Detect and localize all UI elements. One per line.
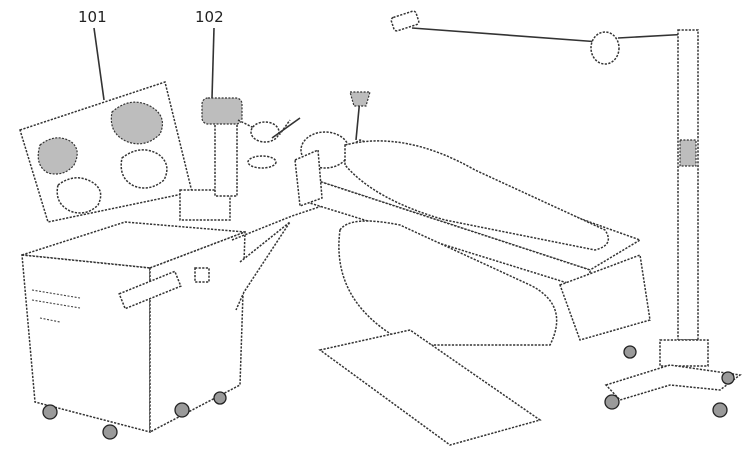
cart-side [149,230,246,434]
cart-wheel-3 [174,402,190,418]
tracker-camera [390,10,420,32]
cart-wheel-1 [42,404,58,420]
scan-image-1 [37,137,78,175]
cart-vent-2 [31,299,81,309]
arm-instrument [271,117,301,139]
tracker-pole-base [659,339,709,367]
scan-image-3 [120,149,168,189]
tracker-foot [604,364,742,401]
patient-body-drape [344,140,610,251]
tracker-pole [677,29,699,341]
leader-line-101 [93,27,105,101]
robotic-arm [179,97,323,311]
arm-wrist-joint [250,121,280,143]
display-monitor [19,81,193,223]
tracker-wheel-4 [721,371,735,385]
control-cart [21,221,246,440]
table-base [318,329,542,446]
tracker-wheel-1 [604,394,620,410]
tracker-wheel-2 [623,345,637,359]
table-footrest [559,253,651,341]
table-pedestal [338,220,558,346]
tracker-arm [411,27,601,43]
patient [294,91,610,251]
tracker-joint [590,31,620,65]
head-marker [349,91,371,107]
scan-image-2 [110,101,163,145]
tracker-wheel-3 [712,402,728,418]
tracker-stand [390,10,742,418]
reference-numeral-101: 101 [78,8,107,26]
cart-port [194,267,210,283]
reference-numeral-102: 102 [195,8,224,26]
cart-handle [118,270,182,310]
cart-front [21,254,151,433]
head-clamp [294,148,323,208]
support-arm-lower [235,221,291,311]
scan-image-4 [56,177,102,214]
arm-column [214,117,238,197]
support-arm-upper [231,205,323,241]
cart-wheel-2 [102,424,118,440]
leader-line-102 [211,27,215,99]
cart-wheel-4 [213,391,227,405]
tracker-pole-collar [679,139,697,167]
arm-joint-head [201,97,243,125]
cart-vent-1 [31,289,81,299]
arm-tool-flange [247,155,277,169]
